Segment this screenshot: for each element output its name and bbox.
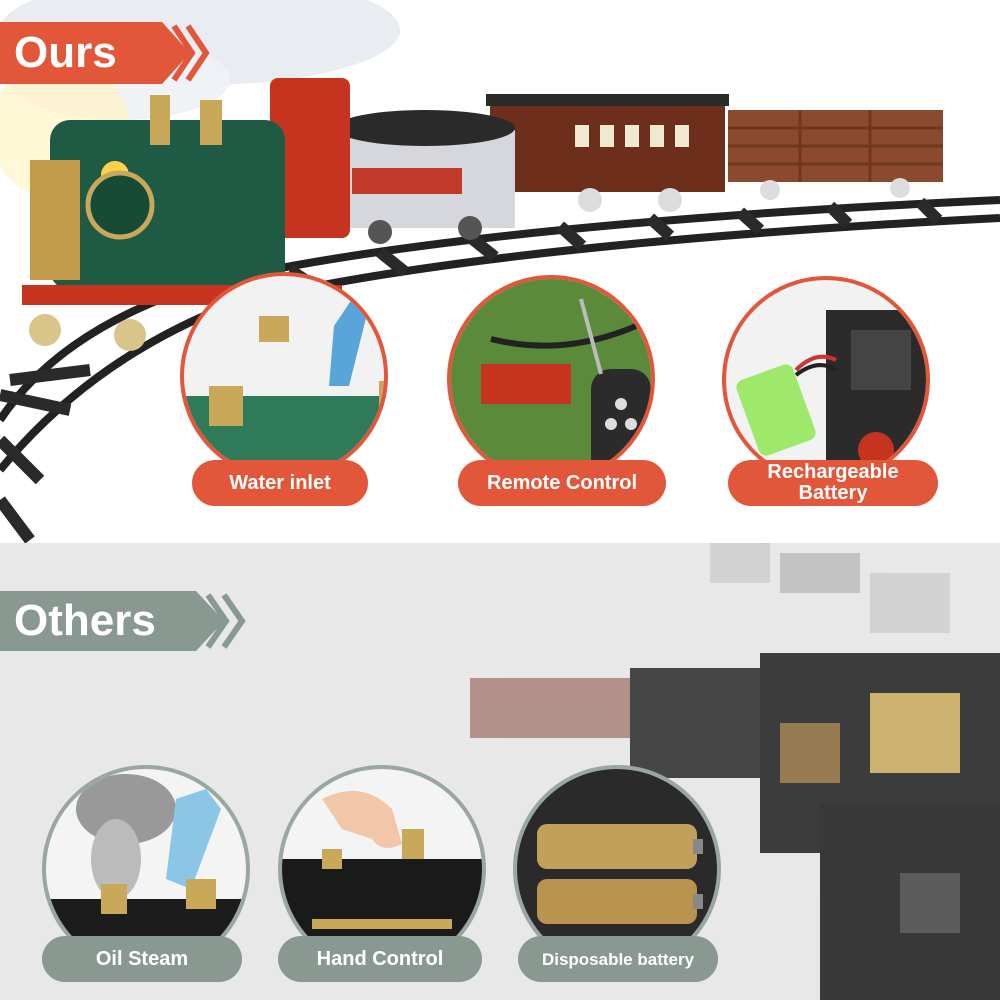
rechargeable-battery-label: Rechargeable Battery (728, 460, 938, 506)
rechargeable-battery-icon (736, 310, 926, 480)
others-tag-label: Others (14, 596, 156, 645)
chevron-right-icon (205, 593, 246, 649)
ours-tag: Ours (0, 22, 190, 84)
ours-tag-label: Ours (14, 28, 117, 77)
ours-section: Ours (0, 0, 1000, 543)
others-tag: Others (0, 591, 224, 651)
oil-steam-label: Oil Steam (42, 936, 242, 982)
remote-control-circle (447, 275, 655, 483)
rechargeable-battery-circle (722, 276, 930, 484)
others-train-illustration (470, 543, 1000, 1000)
remote-control-icon (451, 279, 651, 479)
remote-control-label: Remote Control (458, 460, 666, 506)
disposable-battery-icon (517, 769, 717, 969)
water-inlet-circle (180, 272, 388, 480)
ours-train-illustration (0, 0, 1000, 543)
hand-control-label: Hand Control (278, 936, 482, 982)
water-inlet-icon (184, 296, 384, 476)
disposable-battery-label: Disposable battery (518, 936, 718, 982)
chevron-right-icon (171, 24, 210, 82)
others-section: Others Oi (0, 543, 1000, 1000)
water-inlet-label: Water inlet (192, 460, 368, 506)
